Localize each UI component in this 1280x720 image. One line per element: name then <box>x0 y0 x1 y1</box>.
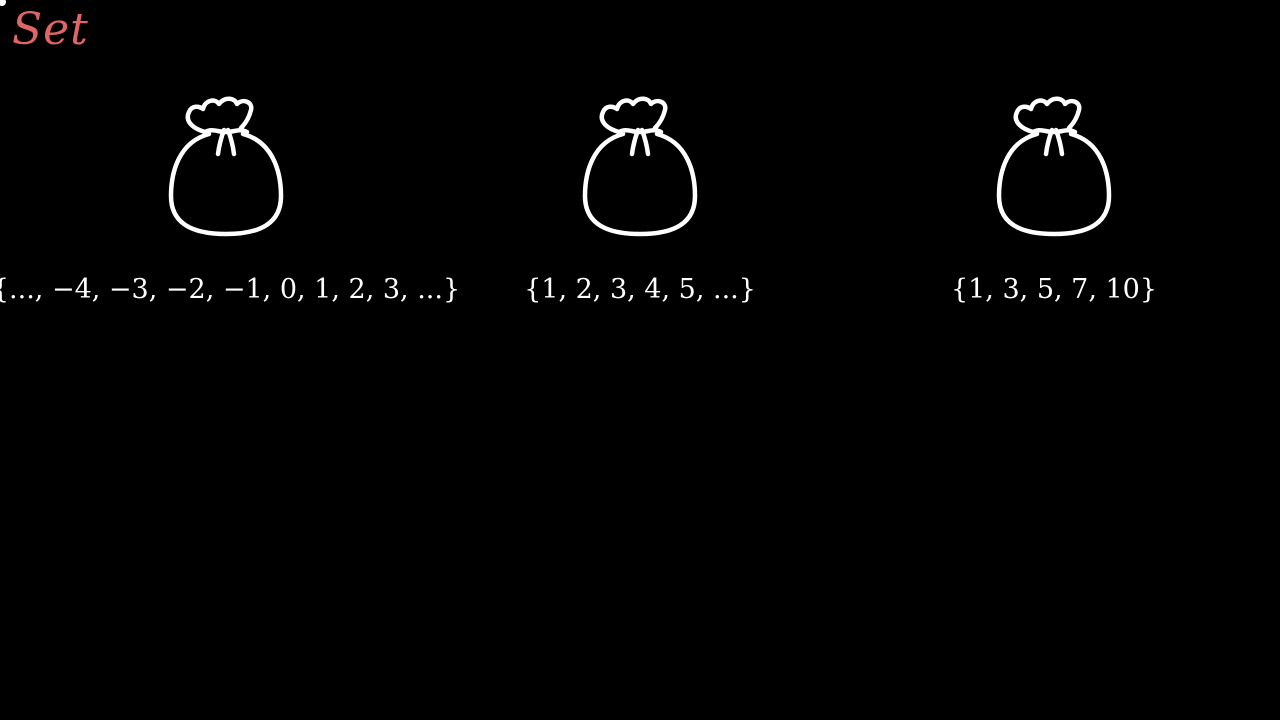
bag-icon <box>161 92 291 238</box>
bag-icon <box>575 92 705 238</box>
set-naturals-label: {1, 2, 3, 4, 5, ...} <box>524 274 756 305</box>
page-title: Set <box>12 4 89 55</box>
set-integers-label: {..., −4, −3, −2, −1, 0, 1, 2, 3, ...} <box>0 274 461 305</box>
set-finite-label: {1, 3, 5, 7, 10} <box>950 274 1158 305</box>
corner-dot <box>0 0 6 6</box>
bag-icon <box>989 92 1119 238</box>
